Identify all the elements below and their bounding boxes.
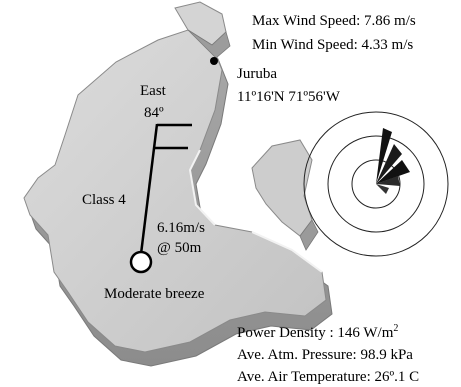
wind-rose-petal-ese [376,184,389,194]
wind-rose-outer-ring [303,111,449,257]
wind-speed-value: 6.16m/s [157,220,205,236]
wind-rose [303,111,449,257]
wind-barb [129,123,192,274]
wind-rose-petal-e [376,176,400,186]
wind-rose-middle-ring [327,135,425,233]
min-wind-speed-label: Min Wind Speed: 4.33 m/s [252,37,413,53]
air-temperature-label: Ave. Air Temperature: 26º.1 C [237,369,419,385]
wind-rose-inner-ring [351,159,401,209]
atm-pressure-label: Ave. Atm. Pressure: 98.9 kPa [237,347,413,363]
juruba-location-dot [210,57,218,65]
location-coordinates: 11º16'N 71º56'W [237,89,341,105]
wind-rose-petal-nne [376,128,392,184]
wind-barb-shaft [139,123,159,255]
wind-speed-height: @ 50m [157,240,202,256]
beaufort-description: Moderate breeze [104,286,205,302]
wind-rose-petal-ne [376,144,402,184]
wind-direction-degrees: 84º [144,105,164,121]
wind-barb-station-circle [129,250,153,274]
location-name: Juruba [237,66,277,82]
power-density-label: Power Density : 146 W/m2 [237,323,398,341]
max-wind-speed-label: Max Wind Speed: 7.86 m/s [252,13,416,29]
wind-class-label: Class 4 [82,192,126,208]
wind-rose-petal-ene [376,160,410,184]
wind-direction-label: East [140,83,167,99]
peninsula-top [23,1,327,353]
